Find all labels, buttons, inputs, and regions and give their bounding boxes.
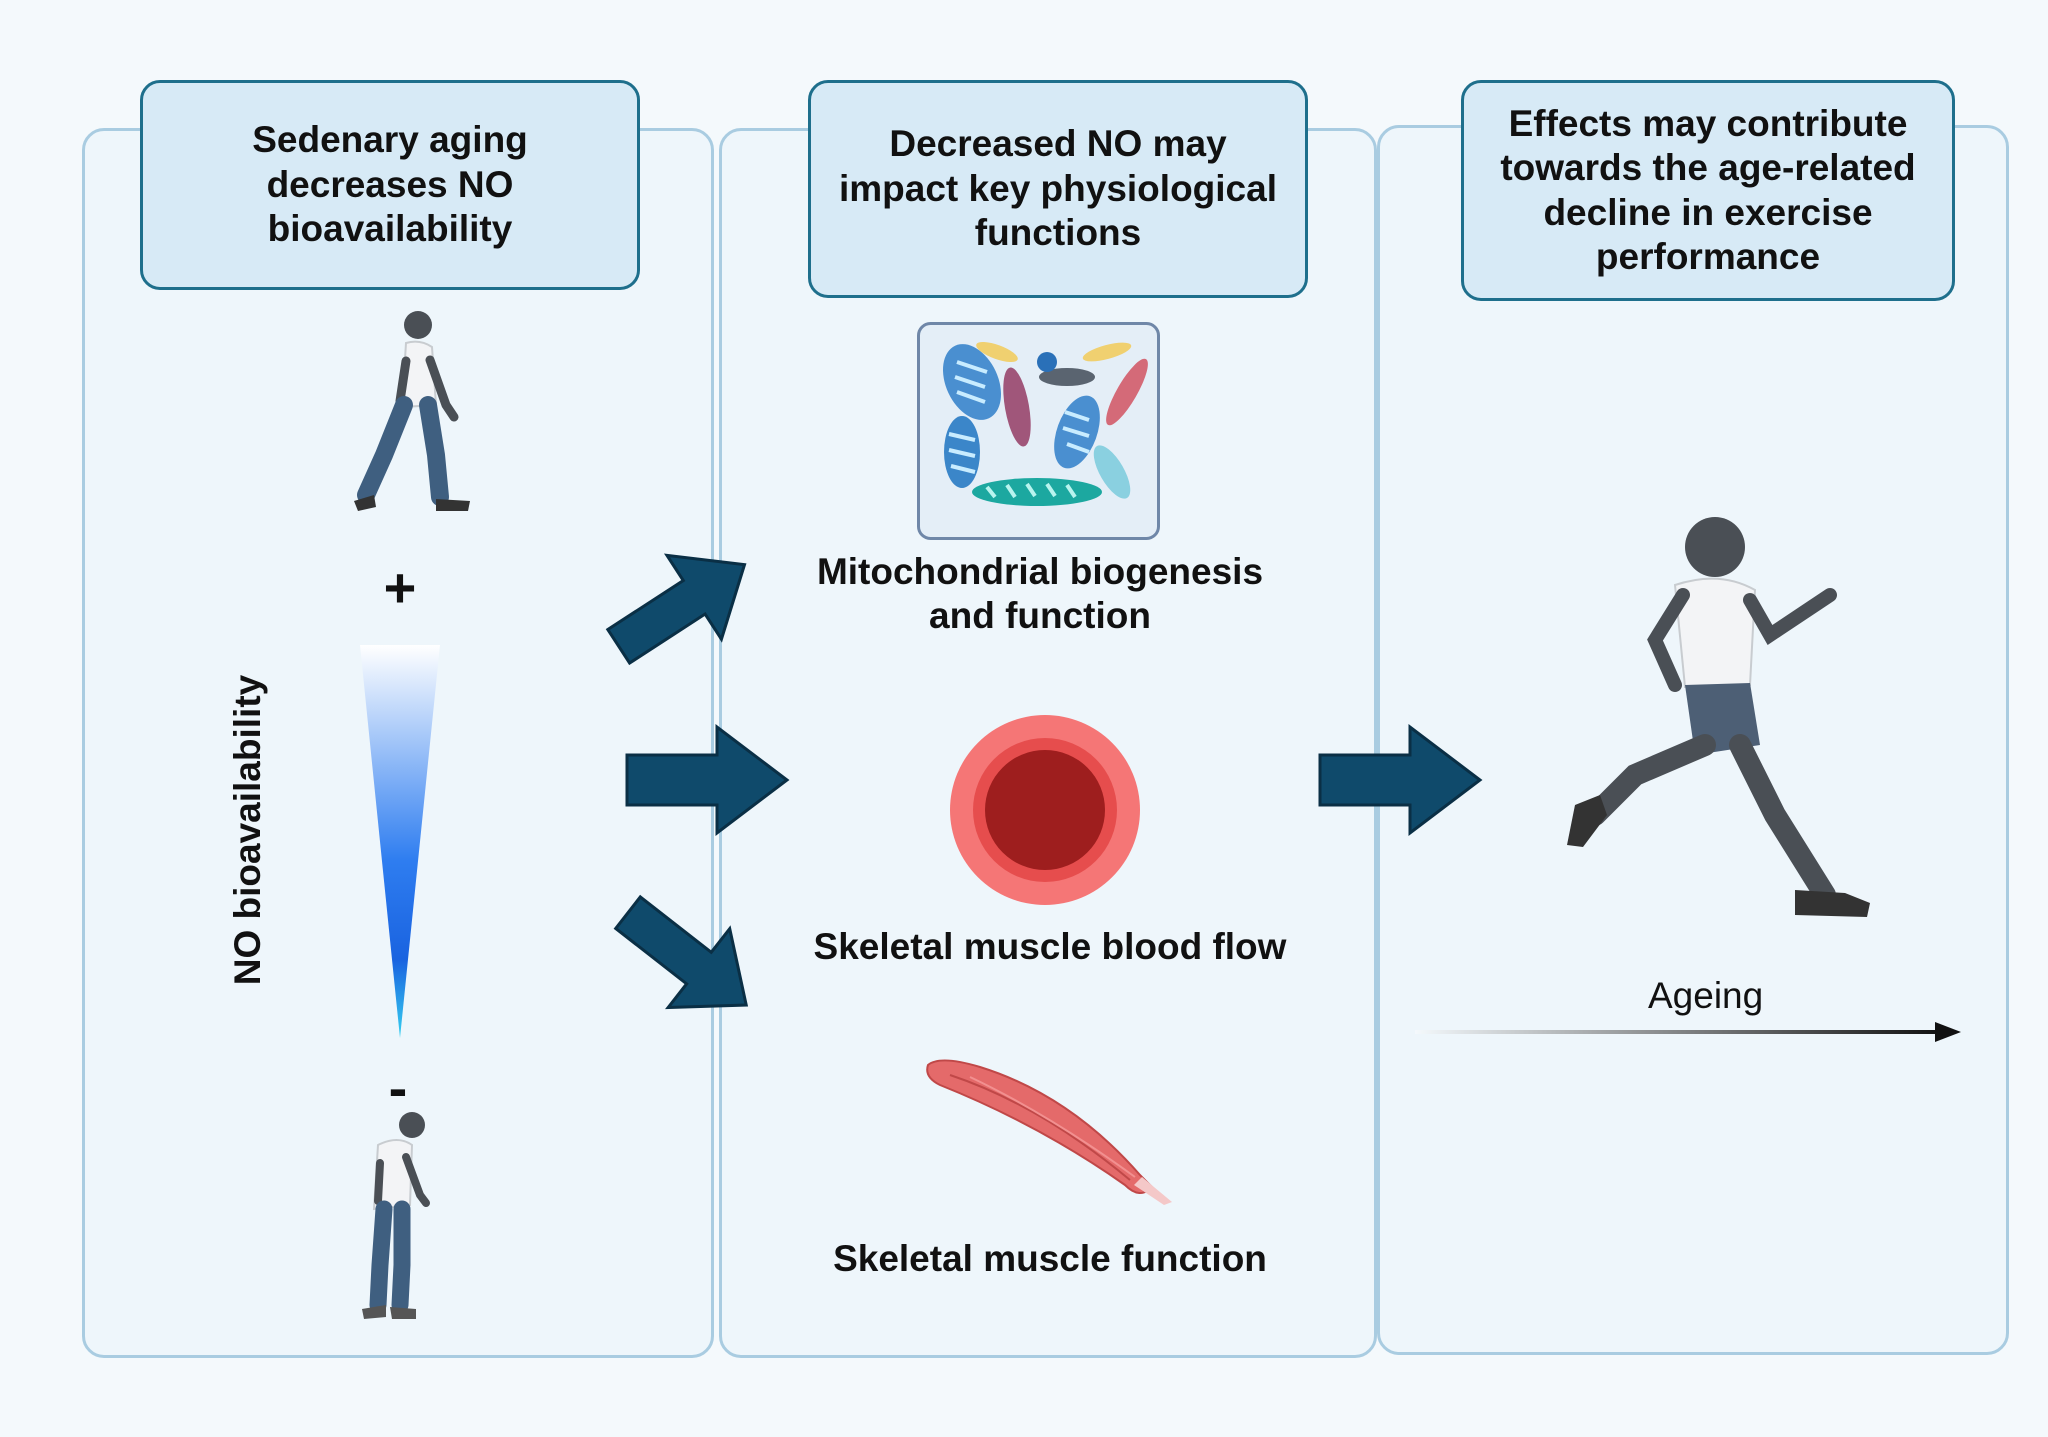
right-header: Effects may contribute towards the age-r… xyxy=(1461,80,1955,301)
no-bioavailability-label: NO bioavailability xyxy=(227,674,268,986)
middle-header: Decreased NO may impact key physiologica… xyxy=(808,80,1308,298)
ageing-label: Ageing xyxy=(1648,975,1764,1016)
blood-vessel-icon xyxy=(950,715,1140,905)
left-header: Sedenary aging decreases NO bioavailabil… xyxy=(140,80,640,290)
walking-person-icon xyxy=(354,311,470,511)
middle-header-text: Decreased NO may impact key physiologica… xyxy=(839,123,1277,254)
no-bioavailability-gradient xyxy=(360,645,440,1038)
right-header-text: Effects may contribute towards the age-r… xyxy=(1500,102,1916,277)
ageing-arrow xyxy=(1415,1022,1961,1042)
arrow-up-right xyxy=(605,553,747,666)
elderly-person-icon xyxy=(362,1112,430,1319)
arrow-down-right xyxy=(613,894,749,1010)
arrow-right xyxy=(625,723,790,837)
arrow-to-effects xyxy=(1318,723,1483,837)
mitochondria-label: Mitochondrial biogenesis and function xyxy=(816,551,1264,637)
blood-flow-label: Skeletal muscle blood flow xyxy=(813,926,1287,967)
muscle-function-label: Skeletal muscle function xyxy=(833,1238,1267,1279)
muscle-icon xyxy=(926,1059,1172,1205)
plus-sign: + xyxy=(383,556,417,619)
minus-sign: - xyxy=(388,1056,408,1119)
running-person-icon xyxy=(1567,517,1870,917)
left-header-text: Sedenary aging decreases NO bioavailabil… xyxy=(252,119,528,250)
mitochondria-icon xyxy=(917,322,1160,540)
